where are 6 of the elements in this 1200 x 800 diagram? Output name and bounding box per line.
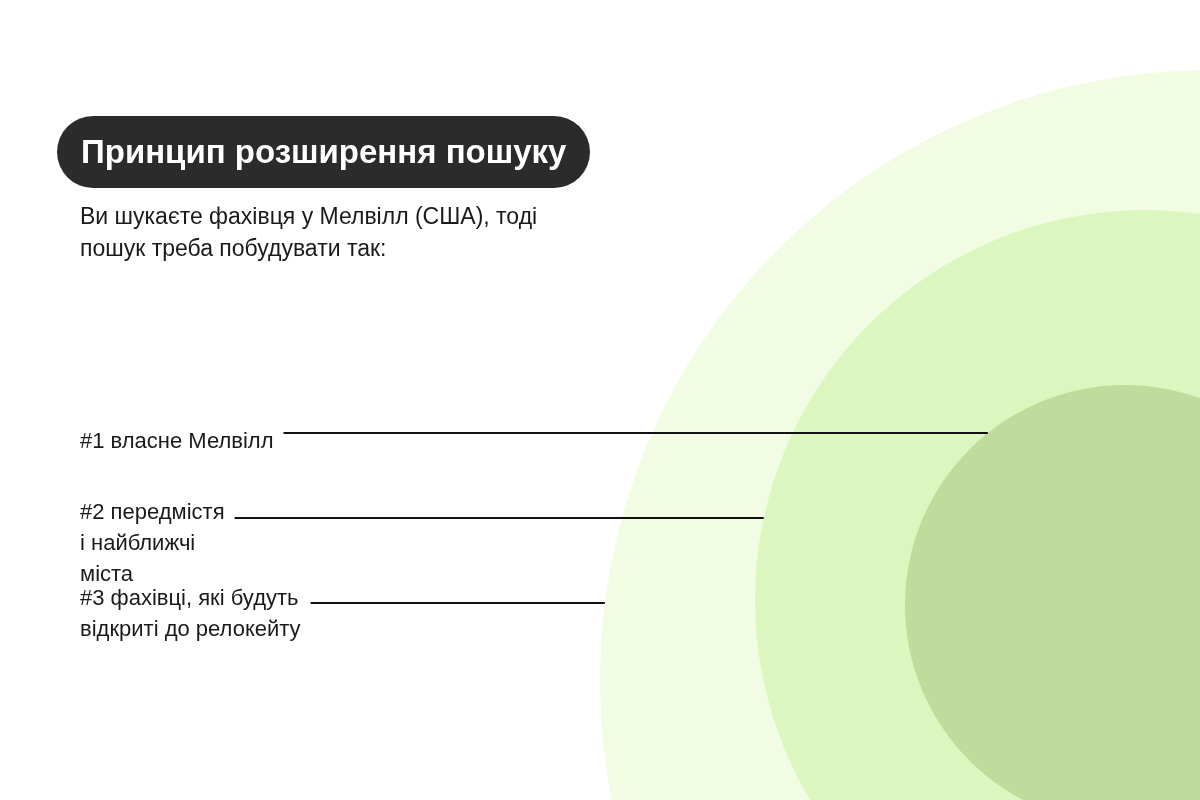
title-pill: Принцип розширення пошуку <box>57 116 591 188</box>
leader-line <box>233 517 765 519</box>
subtitle-text: Ви шукаєте фахівця у Мелвілл (США), тоді пошук треба побудувати так: <box>80 202 539 263</box>
leader-line <box>309 602 606 604</box>
leader-line <box>282 432 989 434</box>
step-text: #1 власне Мелвілл <box>80 427 275 455</box>
